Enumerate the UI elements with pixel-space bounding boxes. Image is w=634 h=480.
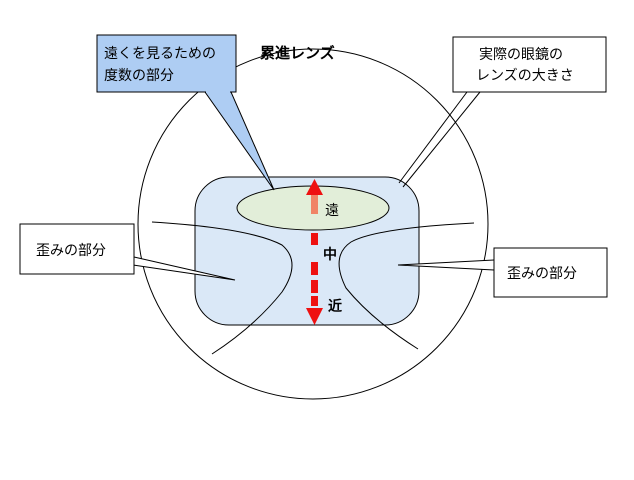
zone-label-near: 近 (328, 298, 342, 315)
distance-callout-box (96, 34, 237, 93)
distortion-left-leader (132, 256, 236, 281)
distortion-left-callout-box (19, 223, 135, 275)
distortion-boundary-left (151, 221, 293, 355)
actual-lens-leader-2 (398, 91, 468, 184)
distortion-left-callout-text: 歪みの部分 (36, 243, 106, 259)
distance-callout-line-1: 遠くを見るための (104, 46, 216, 62)
zone-label-far: 遠 (325, 203, 339, 219)
diagram-title: 累進レンズ (260, 44, 335, 62)
arrow-dash-4 (311, 296, 318, 306)
arrow-dash-1 (311, 233, 318, 245)
actual-lens-callout-line-1: 実際の眼鏡の (479, 47, 563, 63)
actual-lens-callout-line-2: レンズの大きさ (476, 68, 574, 84)
actual-lens-leader (402, 91, 481, 188)
actual-lens-callout-box (452, 36, 607, 93)
distance-callout-line-2: 度数の部分 (104, 68, 174, 84)
arrow-up-head (306, 179, 323, 195)
distortion-right-leader (397, 259, 495, 271)
arrow-up-shaft (311, 194, 318, 214)
zone-label-middle: 中 (323, 246, 337, 263)
distortion-right-callout-text: 歪みの部分 (507, 266, 577, 282)
arrow-down-head (306, 308, 323, 325)
arrow-dash-3 (311, 280, 318, 293)
arrow-dash-2 (311, 262, 318, 275)
distortion-right-callout-box (493, 247, 608, 298)
distortion-boundary-right (338, 222, 475, 350)
